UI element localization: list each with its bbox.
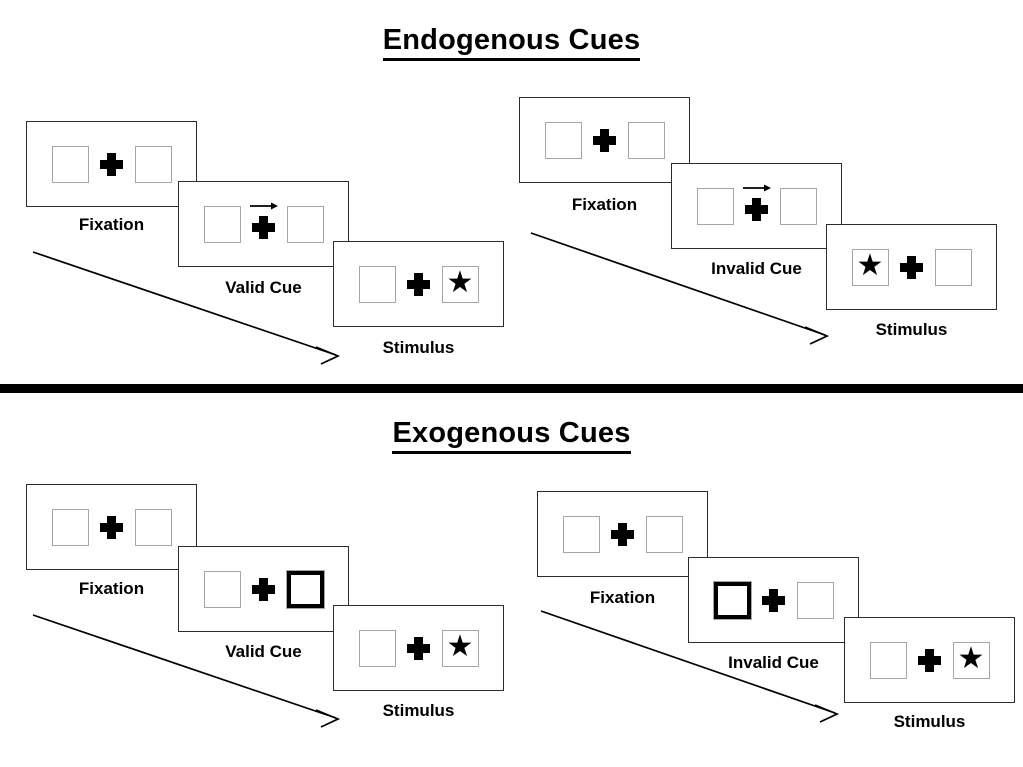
panel-exo-valid-cue[interactable] — [178, 546, 349, 632]
right-box — [645, 515, 683, 553]
fixation-cross-icon — [762, 588, 785, 612]
right-box — [934, 248, 972, 286]
star-icon: ★ — [957, 642, 985, 675]
panel-endo-invalid-stimulus[interactable]: ★ — [826, 224, 997, 310]
fixation-slot — [582, 118, 628, 162]
left-box — [358, 629, 396, 667]
right-box — [134, 145, 172, 183]
panel-content: ★ — [334, 606, 503, 690]
fixation-cross-icon — [252, 577, 275, 601]
fixation-cross-icon — [593, 128, 616, 152]
panel-label-endo-valid-fixation: Fixation — [78, 215, 145, 234]
cue-slot — [241, 202, 287, 246]
panel-label-exo-valid-stimulus: Stimulus — [382, 701, 455, 720]
fixation-slot — [89, 142, 135, 186]
cue-slot — [734, 184, 780, 228]
panel-content — [689, 558, 858, 642]
fixation-cross-icon — [900, 255, 923, 279]
section-title-exogenous-text: Exogenous Cues — [392, 417, 631, 454]
right-box — [286, 205, 324, 243]
fixation-cross-icon — [611, 522, 634, 546]
fixation-slot — [396, 262, 442, 306]
panel-endo-invalid-cue[interactable] — [671, 163, 842, 249]
left-box — [203, 205, 241, 243]
section-title-endogenous: Endogenous Cues — [0, 24, 1023, 61]
fixation-slot — [396, 626, 442, 670]
panel-exo-invalid-cue[interactable] — [688, 557, 859, 643]
left-box: ★ — [851, 248, 889, 286]
fixation-cross-icon — [252, 216, 275, 239]
star-icon: ★ — [446, 266, 474, 299]
fixation-cross-icon — [407, 272, 430, 296]
arrow-right-icon — [249, 202, 278, 210]
panel-label-endo-invalid-stimulus: Stimulus — [875, 320, 948, 339]
panel-content — [672, 164, 841, 248]
panel-label-exo-valid-fixation: Fixation — [78, 579, 145, 598]
fixation-cross-icon — [100, 152, 123, 176]
section-divider — [0, 384, 1023, 393]
left-box — [696, 187, 734, 225]
section-title-exogenous: Exogenous Cues — [0, 417, 1023, 454]
fixation-cross-icon — [918, 648, 941, 672]
panel-exo-valid-fixation[interactable] — [26, 484, 197, 570]
panel-label-endo-invalid-cue: Invalid Cue — [711, 259, 802, 278]
star-icon: ★ — [446, 630, 474, 663]
panel-content: ★ — [334, 242, 503, 326]
fixation-slot — [241, 567, 287, 611]
panel-content — [538, 492, 707, 576]
panel-endo-valid-cue[interactable] — [178, 181, 349, 267]
fixation-slot — [600, 512, 646, 556]
left-box — [544, 121, 582, 159]
arrow-right-icon — [742, 184, 771, 192]
panel-content: ★ — [845, 618, 1014, 702]
panel-endo-valid-stimulus[interactable]: ★ — [333, 241, 504, 327]
right-box — [627, 121, 665, 159]
fixation-cross-icon — [407, 636, 430, 660]
right-box: ★ — [441, 629, 479, 667]
left-box — [51, 508, 89, 546]
panel-label-exo-invalid-stimulus: Stimulus — [893, 712, 966, 731]
left-box — [869, 641, 907, 679]
panel-content: ★ — [827, 225, 996, 309]
section-title-endogenous-text: Endogenous Cues — [382, 24, 641, 61]
panel-label-exo-valid-cue: Valid Cue — [225, 642, 302, 661]
panel-endo-invalid-fixation[interactable] — [519, 97, 690, 183]
left-box — [562, 515, 600, 553]
star-icon: ★ — [856, 249, 884, 282]
panel-exo-invalid-stimulus[interactable]: ★ — [844, 617, 1015, 703]
panel-content — [520, 98, 689, 182]
left-box — [203, 570, 241, 608]
left-box — [51, 145, 89, 183]
fixation-cross-icon — [100, 515, 123, 539]
fixation-cross-icon — [745, 198, 768, 221]
right-box — [134, 508, 172, 546]
panel-content — [179, 547, 348, 631]
right-box — [796, 581, 834, 619]
right-box-cued — [285, 569, 325, 609]
right-box — [779, 187, 817, 225]
panel-exo-valid-stimulus[interactable]: ★ — [333, 605, 504, 691]
panel-endo-valid-fixation[interactable] — [26, 121, 197, 207]
fixation-slot — [889, 245, 935, 289]
panel-label-endo-invalid-fixation: Fixation — [571, 195, 638, 214]
left-box-cued — [712, 580, 752, 620]
panel-label-endo-valid-cue: Valid Cue — [225, 278, 302, 297]
panel-content — [179, 182, 348, 266]
left-box — [358, 265, 396, 303]
panel-exo-invalid-fixation[interactable] — [537, 491, 708, 577]
panel-label-exo-invalid-cue: Invalid Cue — [728, 653, 819, 672]
panel-content — [27, 122, 196, 206]
right-box: ★ — [441, 265, 479, 303]
fixation-slot — [907, 638, 953, 682]
panel-label-endo-valid-stimulus: Stimulus — [382, 338, 455, 357]
panel-content — [27, 485, 196, 569]
fixation-slot — [751, 578, 797, 622]
right-box: ★ — [952, 641, 990, 679]
panel-label-exo-invalid-fixation: Fixation — [589, 588, 656, 607]
fixation-slot — [89, 505, 135, 549]
